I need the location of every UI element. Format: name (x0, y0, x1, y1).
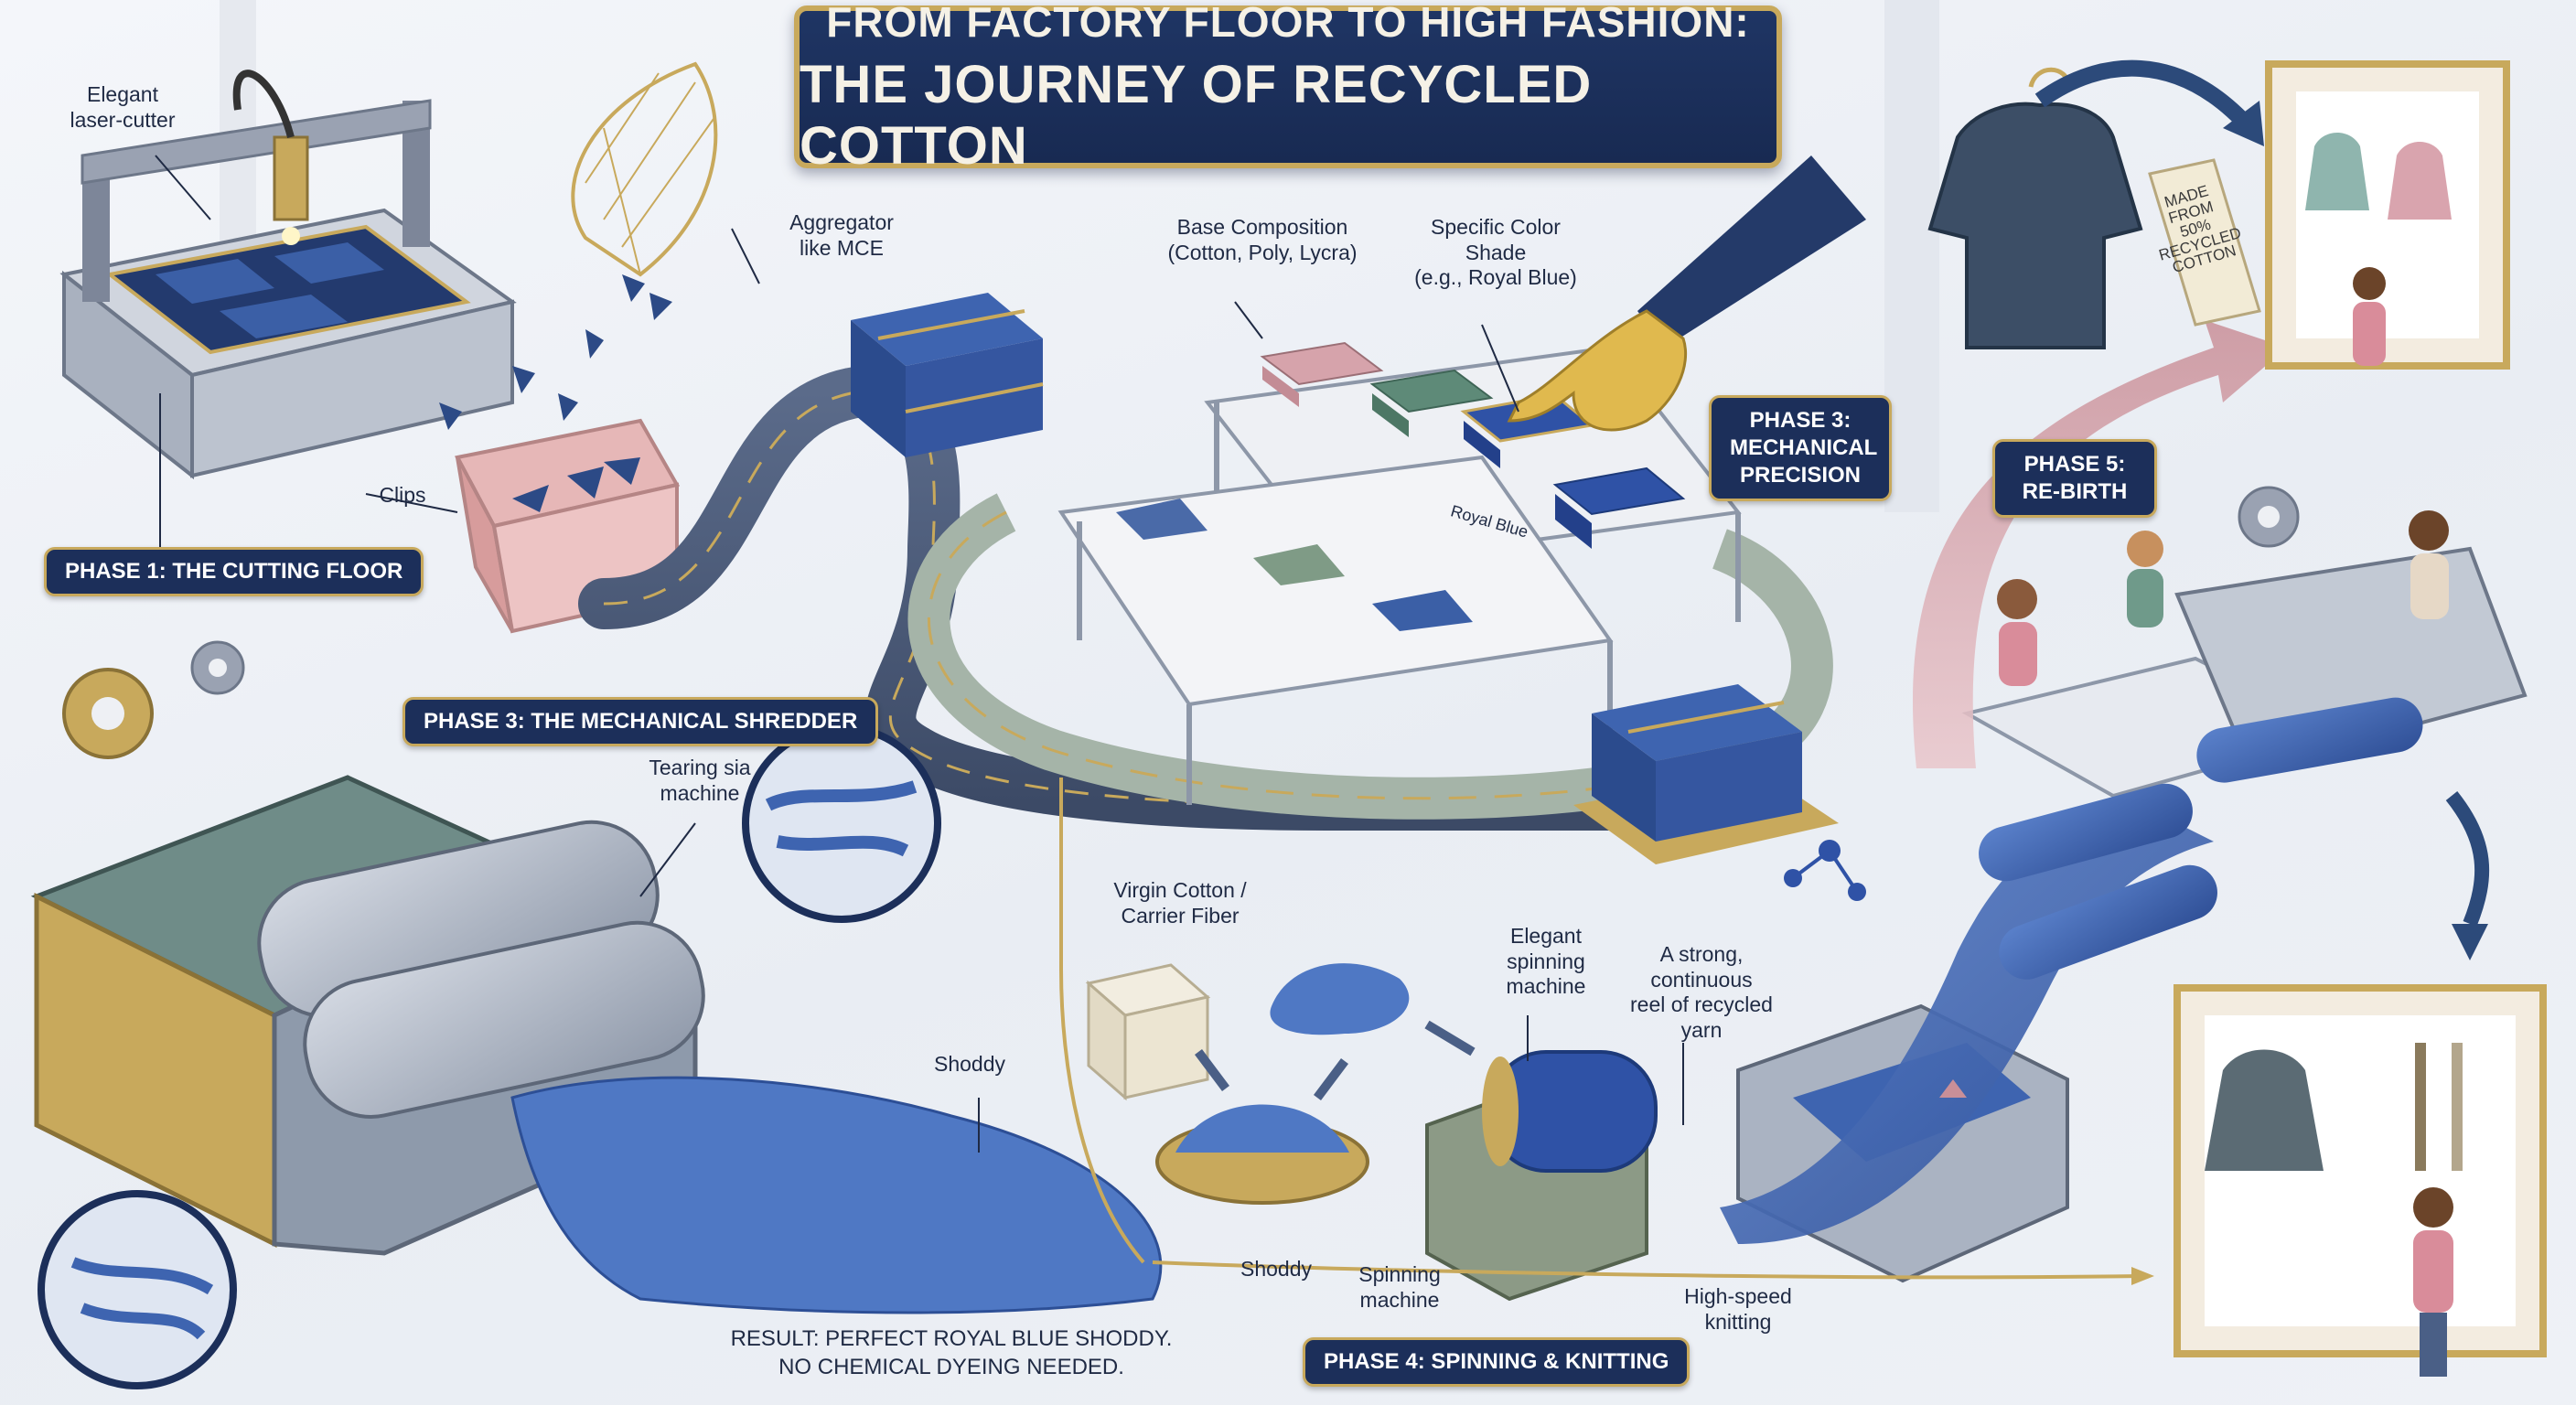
phase3-precision-line3: PRECISION (1739, 463, 1862, 488)
title-banner: FROM FACTORY FLOOR TO HIGH FASHION: THE … (794, 0, 1782, 176)
virgin-cotton-bale (1085, 963, 1211, 1101)
flow-arrow (2034, 59, 2248, 125)
base-composition-label: Base Composition (Cotton, Poly, Lycra) (1167, 215, 1358, 264)
result-caption: RESULT: PERFECT ROYAL BLUE SHODDY. NO CH… (622, 1325, 1281, 1381)
phase3-shredder-badge: PHASE 3: THE MECHANICAL SHREDDER (402, 697, 879, 746)
laser-cutter-label: Elegant laser-cutter (70, 82, 176, 132)
virgin-cotton-label: Virgin Cotton / Carrier Fiber (1113, 878, 1247, 928)
clips-label: Clips (379, 483, 426, 507)
color-shade-label: Specific Color Shade (e.g., Royal Blue) (1414, 215, 1577, 290)
phase5-badge: PHASE 5: RE-BIRTH (1992, 439, 2157, 518)
fabric-bale (851, 293, 1044, 457)
laser-cutter-machine (59, 70, 517, 480)
royal-blue-bale (1573, 684, 1839, 864)
molecule-icon (1784, 840, 1866, 901)
rebirth-arrow (1912, 320, 2287, 768)
shoddy-pile (510, 1076, 1163, 1314)
recycled-tag (2148, 158, 2261, 327)
sewing-station (1961, 546, 2528, 980)
gloved-hand (1507, 156, 1866, 432)
phase5-line2: RE-BIRTH (2022, 479, 2128, 504)
phase3-precision-line1: PHASE 3: (1749, 408, 1852, 433)
title-line1: FROM FACTORY FLOOR TO HIGH FASHION: (826, 0, 1750, 46)
flow-arrow (2445, 791, 2490, 927)
result-line2: NO CHEMICAL DYEING NEEDED. (778, 1355, 1124, 1380)
shoddy-label-bottom: Shoddy (1240, 1257, 1312, 1281)
spinning-machine-label: Spinning machine (1358, 1262, 1441, 1312)
tearing-machine-label: Tearing sia machine (649, 756, 751, 805)
result-line1: RESULT: PERFECT ROYAL BLUE SHODDY. (730, 1326, 1173, 1351)
aggregator-label: Aggregator like MCE (789, 210, 894, 260)
blue-fiber-tuft (1270, 963, 1410, 1035)
aggregator-net-bag (439, 61, 718, 430)
phase5-line1: PHASE 5: (2023, 452, 2126, 477)
mixing-bowl (1155, 1104, 1369, 1205)
flow-arrow (1152, 1260, 2141, 1280)
store-window-top (2265, 60, 2510, 370)
knitting-label: High-speed knitting (1684, 1284, 1792, 1334)
phase1-badge: PHASE 1: THE CUTTING FLOOR (44, 547, 424, 596)
sorting-table-front (1057, 455, 1614, 805)
worker-figure (1997, 510, 2449, 686)
flow-arrow (1059, 778, 1145, 1264)
phase3-precision-badge: PHASE 3: MECHANICAL PRECISION (1709, 395, 1892, 501)
elegant-spinning-label: Elegant spinning machine (1506, 924, 1586, 999)
gear-icon (62, 486, 2300, 759)
shoddy-label-top: Shoddy (933, 1052, 1005, 1076)
magnify-fibers (742, 724, 941, 923)
yarn-reel-label: A strong, continuous reel of recycled ya… (1630, 942, 1773, 1042)
phase3-precision-line2: MECHANICAL (1730, 435, 1878, 460)
magnify-tearing (38, 1190, 237, 1389)
fabric-swatch-stacks (1260, 341, 1686, 549)
spinning-machine (1425, 1050, 1658, 1302)
title-line2: THE JOURNEY OF RECYCLED COTTON (800, 55, 1593, 176)
hoodie-display (1927, 67, 2143, 349)
background-pillar (1884, 0, 1939, 512)
store-window-bottom (2174, 984, 2547, 1377)
phase4-badge: PHASE 4: SPINNING & KNITTING (1303, 1337, 1690, 1387)
